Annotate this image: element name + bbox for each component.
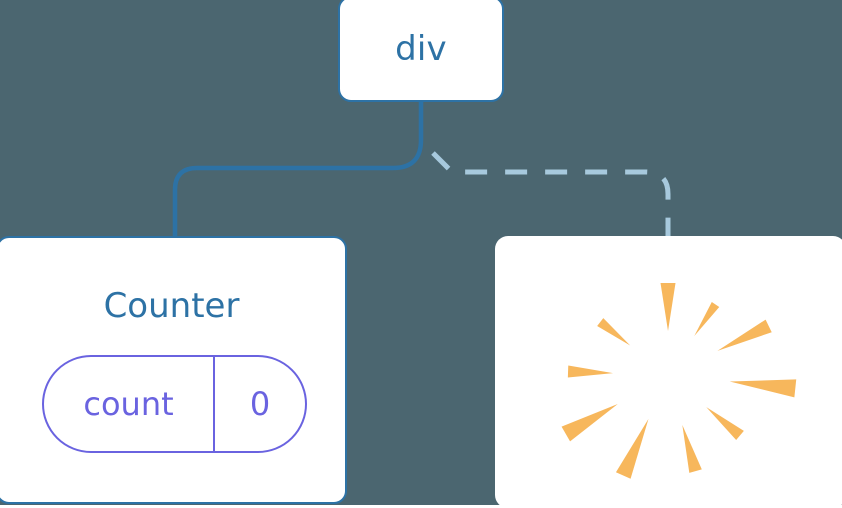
sunburst-ray-8 bbox=[561, 404, 618, 442]
sunburst-ray-9 bbox=[567, 365, 614, 378]
sunburst-ray-3 bbox=[717, 319, 772, 351]
node-render-burst[interactable] bbox=[495, 236, 842, 508]
prop-pill-key-label: count bbox=[83, 385, 174, 423]
node-counter-title: Counter bbox=[103, 286, 240, 326]
sunburst-rays-icon bbox=[561, 283, 797, 479]
sunburst-ray-10 bbox=[597, 318, 631, 346]
node-counter[interactable]: Counter count 0 bbox=[0, 236, 347, 504]
edge-div-to-counter bbox=[172, 101, 424, 238]
prop-pill-value-label: 0 bbox=[249, 385, 271, 423]
sunburst-ray-1 bbox=[660, 283, 676, 331]
prop-pill-value-cell: 0 bbox=[215, 357, 305, 451]
sunburst-ray-7 bbox=[615, 418, 649, 479]
edge-div-to-render-burst bbox=[431, 151, 671, 240]
prop-pill-count[interactable]: count 0 bbox=[42, 355, 307, 453]
sunburst-ray-6 bbox=[682, 424, 702, 473]
sunburst-ray-5 bbox=[706, 407, 744, 441]
node-div-label: div bbox=[395, 29, 447, 69]
prop-pill-key-cell: count bbox=[44, 357, 215, 451]
sunburst-ray-2 bbox=[694, 302, 720, 337]
sunburst-ray-group bbox=[561, 283, 797, 479]
node-div[interactable]: div bbox=[338, 0, 504, 102]
sunburst-ray-4 bbox=[729, 379, 797, 398]
